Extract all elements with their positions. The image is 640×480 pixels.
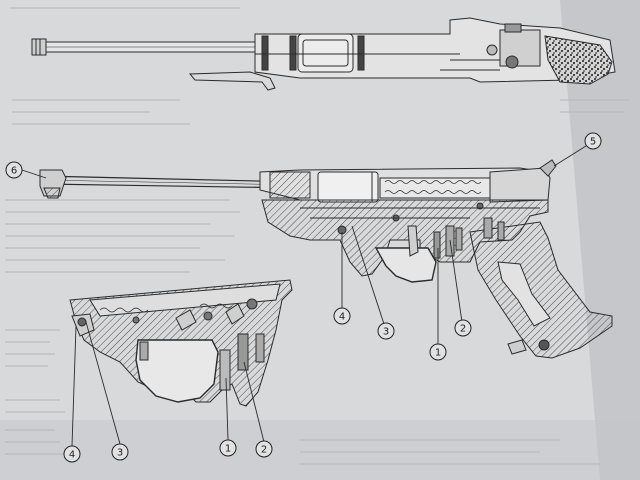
callout-5: 5	[584, 132, 602, 150]
callout-2-main: 2	[454, 319, 472, 337]
main-trigger-guard	[374, 247, 437, 283]
callout-3-detail: 3	[111, 443, 129, 461]
main-leaders	[21, 145, 587, 346]
main-frame	[261, 199, 549, 277]
callout-4-detail-label: 4	[69, 450, 75, 461]
bleed-through-text	[5, 7, 630, 465]
callout-1-detail: 1	[219, 439, 237, 457]
callout-2-detail: 2	[255, 440, 273, 458]
callout-2-detail-label: 2	[261, 445, 267, 456]
detail-leaders	[71, 321, 265, 447]
main-cutaway	[39, 159, 613, 359]
detail-trigger-guard	[135, 339, 219, 403]
callout-4-detail: 4	[63, 445, 81, 463]
top-lever	[188, 71, 276, 91]
callout-4-main-label: 4	[339, 312, 345, 323]
callout-3-detail-label: 3	[117, 448, 123, 459]
main-spring-1	[433, 231, 441, 259]
top-ring-mid	[289, 35, 297, 71]
callout-4-main: 4	[333, 307, 351, 325]
top-grip	[544, 35, 613, 85]
callout-3-main-label: 3	[383, 327, 389, 338]
callout-1-main: 1	[429, 343, 447, 361]
callout-6-label: 6	[11, 166, 17, 177]
callout-5-label: 5	[590, 137, 596, 148]
callout-1-detail-label: 1	[225, 444, 231, 455]
top-loading-port	[297, 33, 354, 73]
callout-6: 6	[5, 161, 23, 179]
top-ring-left	[261, 35, 269, 71]
top-muzzle	[31, 38, 47, 56]
main-trigger	[407, 225, 419, 257]
main-grip	[469, 221, 613, 359]
detail-spring-1	[237, 333, 249, 371]
main-grip-screw	[538, 339, 550, 351]
main-rear-sight	[489, 167, 551, 203]
top-ring-right	[357, 35, 365, 71]
paper-shadow-right	[560, 0, 640, 480]
detail-trigger	[219, 349, 231, 391]
main-cylinder	[317, 171, 379, 203]
paper-shadow-bottom	[0, 420, 640, 480]
callout-1-main-label: 1	[435, 348, 441, 359]
callout-2-main-label: 2	[460, 324, 466, 335]
top-side-view	[31, 17, 616, 91]
callout-3-main: 3	[377, 322, 395, 340]
